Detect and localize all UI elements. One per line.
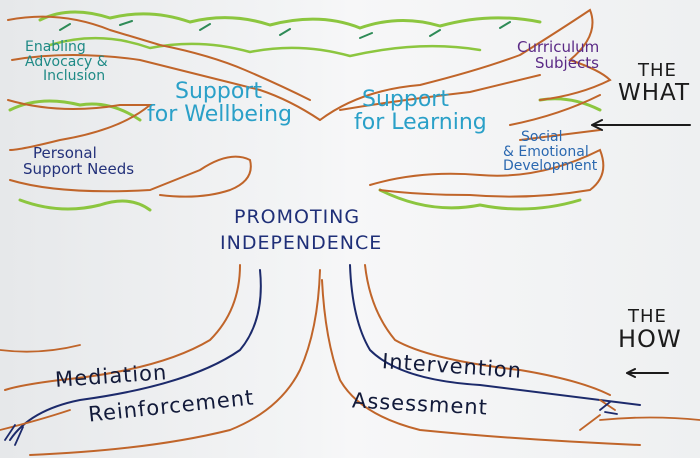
trunk-right-2 [364,264,611,396]
canopy-leaves [38,10,542,30]
label-line: Inclusion [43,68,106,85]
trunk-center-2 [321,279,641,446]
canopy-leaves-lower [48,36,482,58]
label-line: for Wellbeing [147,102,292,128]
label-line: Development [503,158,598,175]
social-emotional-development-label: Social & Emotional Development [503,130,597,174]
personal-support-needs-label: Personal Support Needs [23,144,134,178]
left-leaves [8,99,152,212]
label-line: Personal [33,144,97,162]
support-for-learning-label: Support for Learning [354,87,487,134]
the-what-label: THE WHAT [618,60,690,105]
label-line: PROMOTING [234,206,361,228]
label-line: Support Needs [23,159,135,178]
label-line: THE [628,306,667,327]
label-line: & Emotional [503,143,589,160]
label-line: Advocacy & [25,53,108,70]
branch-left-outline [7,15,311,198]
trunk-right [349,264,641,406]
trunk-center [29,269,321,456]
trunk-left-2 [9,269,262,441]
label-line: Subjects [535,53,599,72]
label-line: WHAT [618,79,691,106]
label-line: Social [521,129,563,145]
branch-left-top [11,54,321,121]
label-line: for Learning [354,110,487,136]
label-line: HOW [618,324,682,353]
label-line: Curriculum [517,38,600,56]
label-line: Support [175,79,262,104]
label-line: INDEPENDENCE [220,231,383,254]
support-for-wellbeing-label: Support for Wellbeing [147,79,292,126]
enabling-advocacy-inclusion-label: Enabling Advocacy & Inclusion [25,40,108,84]
label-line: THE [638,60,677,81]
branch-right-outline [319,8,612,198]
label-line: Support [362,87,449,112]
curriculum-subjects-label: Curriculum Subjects [517,38,600,72]
promoting-independence-label: PROMOTING INDEPENDENCE [220,206,382,254]
label-line: Enabling [25,39,86,55]
how-arrow [626,368,669,378]
branch-right-mid [509,94,601,141]
the-how-label: THE HOW [618,306,682,353]
what-arrow [591,119,691,131]
trunk-left [4,264,241,391]
